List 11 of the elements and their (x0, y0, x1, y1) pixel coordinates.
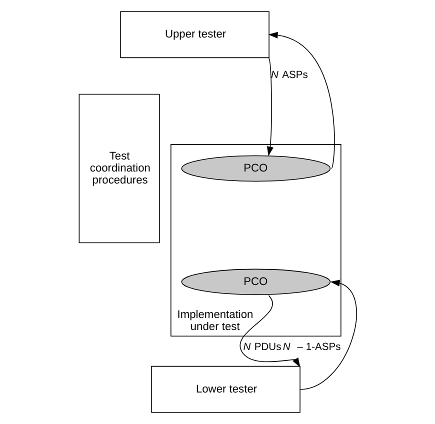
node-ellipse: PCO (180, 268, 330, 296)
edge-label: N PDUs N – 1-ASPs (242, 342, 340, 353)
node-ellipse: PCO (180, 155, 330, 182)
arrow (239, 295, 300, 368)
arrow (266, 57, 274, 156)
node-box: Test coordination procedures (78, 94, 160, 244)
arrow (300, 280, 356, 390)
node-box: Upper tester (120, 11, 269, 58)
arrow (268, 32, 334, 169)
node-box: Lower tester (150, 366, 300, 413)
edge-label: N ASPs (270, 70, 308, 81)
